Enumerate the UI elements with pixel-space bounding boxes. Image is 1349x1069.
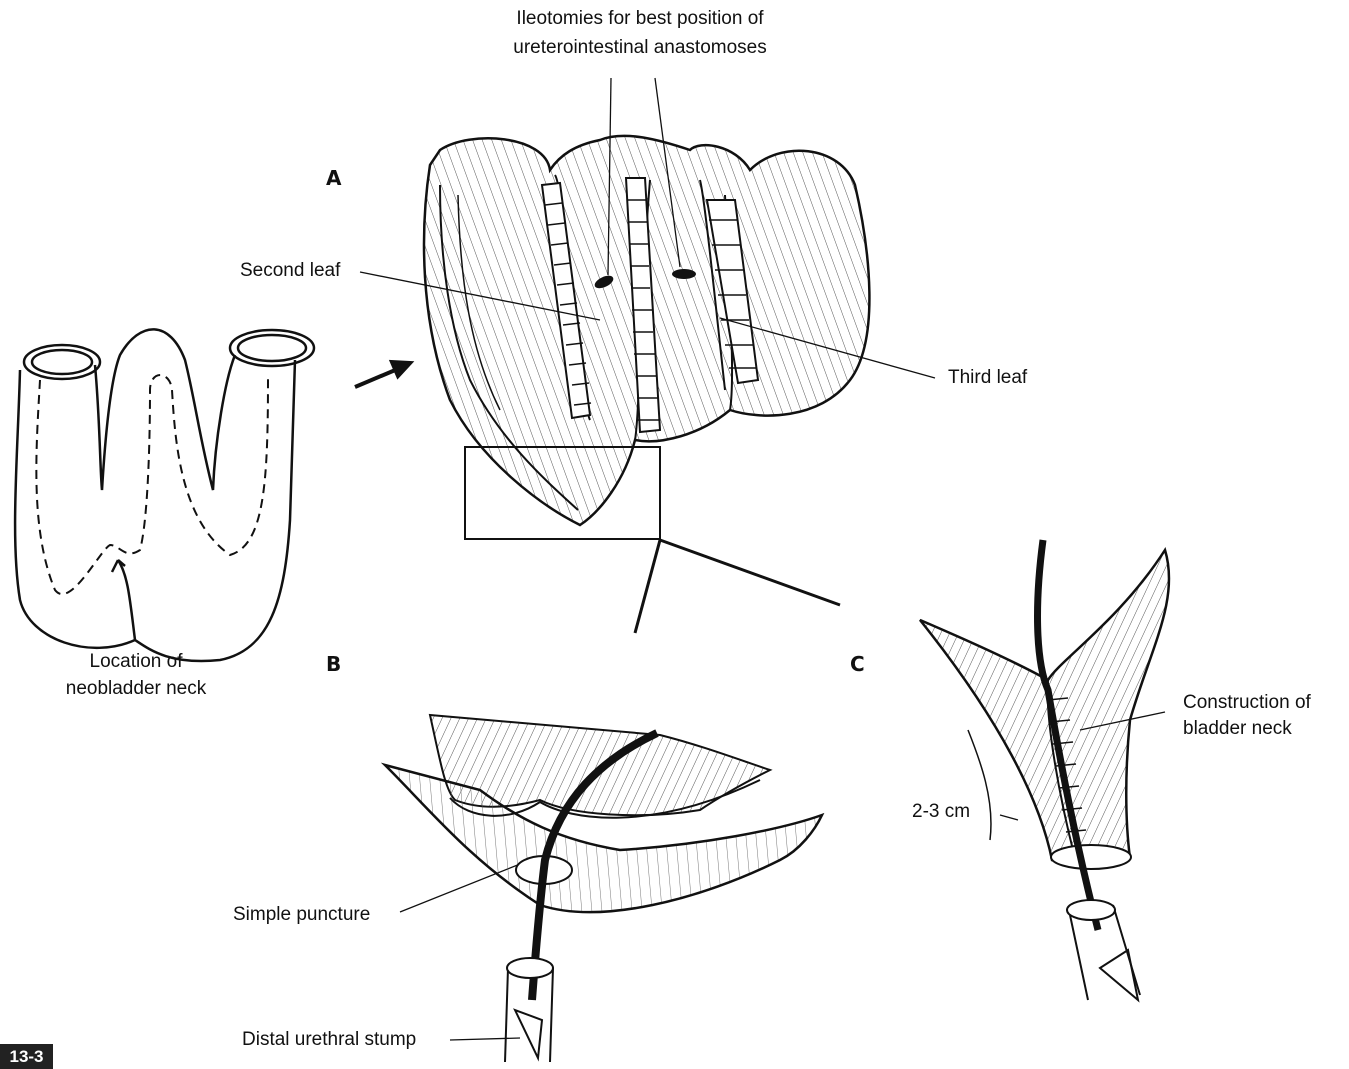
figure-number-badge: 13-3 — [0, 1044, 53, 1069]
detail-connectors — [635, 540, 840, 633]
label-construction-line1: Construction of — [1183, 692, 1311, 715]
label-third-leaf: Third leaf — [948, 367, 1027, 390]
label-construction-line2: bladder neck — [1183, 718, 1292, 741]
label-location-line2: neobladder neck — [66, 678, 207, 701]
label-measure: 2-3 cm — [912, 801, 970, 824]
label-distal-urethral-stump: Distal urethral stump — [242, 1029, 416, 1052]
arrow-to-panel-a — [355, 362, 410, 387]
w-ileal-segment — [15, 329, 314, 661]
panel-b-illustration — [385, 715, 822, 1062]
panel-label-c: C — [850, 652, 865, 676]
panel-label-b: B — [326, 652, 341, 676]
label-second-leaf: Second leaf — [240, 260, 340, 283]
label-location-line1: Location of — [90, 651, 183, 674]
label-ileotomies-line1: Ileotomies for best position of — [516, 8, 763, 31]
label-simple-puncture: Simple puncture — [233, 904, 370, 927]
neobladder-panel-a — [424, 136, 869, 539]
label-ileotomies-line2: ureterointestinal anastomoses — [513, 37, 766, 60]
panel-label-a: A — [326, 166, 341, 190]
panel-c-illustration — [920, 540, 1169, 1000]
ileotomy-right — [672, 269, 696, 279]
